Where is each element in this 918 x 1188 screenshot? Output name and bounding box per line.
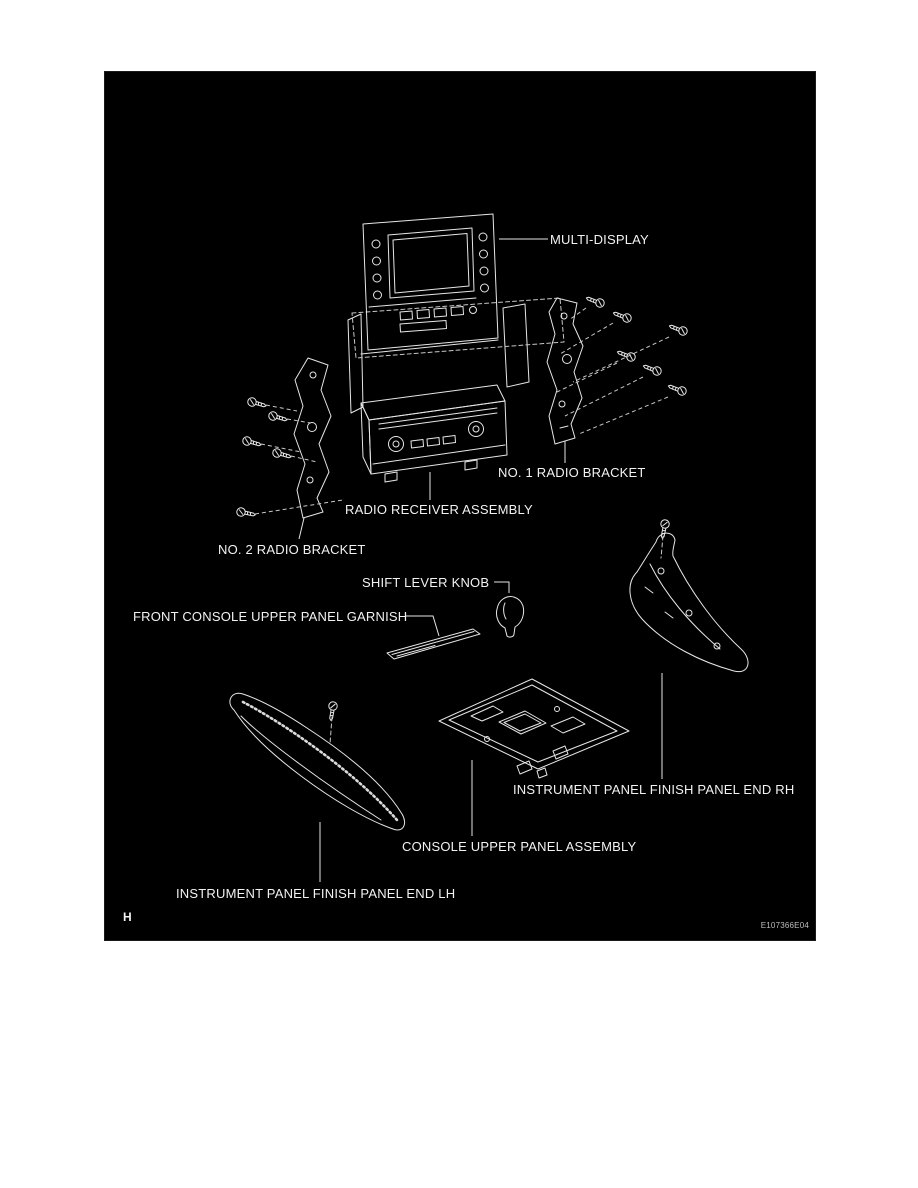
exploded-view-art xyxy=(229,213,749,882)
multi-display-art xyxy=(362,213,499,351)
label-instrument-panel-finish-panel-end-lh: INSTRUMENT PANEL FINISH PANEL END LH xyxy=(176,886,456,901)
screws-right xyxy=(556,294,689,435)
finish-panel-end-rh-art xyxy=(629,518,749,673)
page-marker: H xyxy=(123,910,132,924)
no2-radio-bracket-art xyxy=(293,357,332,519)
console-upper-panel-art xyxy=(438,678,630,779)
console-garnish-art xyxy=(386,628,481,660)
radio-receiver-art xyxy=(360,384,508,483)
diagram-panel: MULTI-DISPLAY NO. 1 RADIO BRACKET RADIO … xyxy=(104,71,816,941)
label-radio-receiver-assembly: RADIO RECEIVER ASSEMBLY xyxy=(345,502,533,517)
shift-lever-knob-art xyxy=(496,596,525,638)
label-no2-radio-bracket: NO. 2 RADIO BRACKET xyxy=(218,542,366,557)
no1-radio-bracket-art xyxy=(546,297,584,445)
label-console-upper-panel-assembly: CONSOLE UPPER PANEL ASSEMBLY xyxy=(402,839,637,854)
label-front-console-upper-panel-garnish: FRONT CONSOLE UPPER PANEL GARNISH xyxy=(133,609,408,624)
label-instrument-panel-finish-panel-end-rh: INSTRUMENT PANEL FINISH PANEL END RH xyxy=(513,782,795,797)
label-multi-display: MULTI-DISPLAY xyxy=(550,232,649,247)
figure-code: E107366E04 xyxy=(760,921,809,930)
label-shift-lever-knob: SHIFT LEVER KNOB xyxy=(362,575,490,590)
label-no1-radio-bracket: NO. 1 RADIO BRACKET xyxy=(498,465,646,480)
leader-lines xyxy=(298,238,663,882)
screws-left xyxy=(235,396,344,519)
finish-panel-end-lh-art xyxy=(229,692,406,831)
